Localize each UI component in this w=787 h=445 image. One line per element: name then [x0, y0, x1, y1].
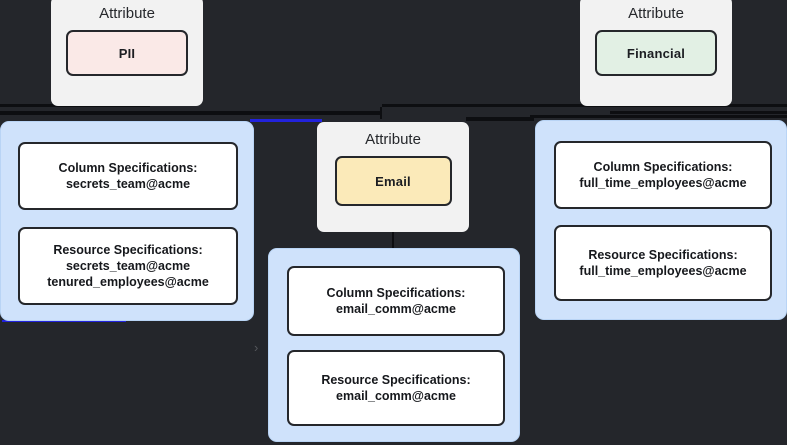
- attribute-card-financial[interactable]: Attribute Financial: [580, 0, 732, 106]
- attribute-card-title: Attribute: [99, 5, 155, 22]
- spec-value: tenured_employees@acme: [47, 275, 209, 289]
- group-panel-pii: Column Specifications: secrets_team@acme…: [0, 121, 254, 321]
- spec-box-column-specifications[interactable]: Column Specifications: full_time_employe…: [554, 141, 772, 209]
- spec-value: secrets_team@acme: [65, 259, 191, 273]
- spec-value: full_time_employees@acme: [579, 264, 747, 278]
- spec-value: email_comm@acme: [336, 389, 456, 403]
- group-panel-email: Column Specifications: email_comm@acme R…: [268, 248, 520, 442]
- spec-title: Resource Specifications:: [53, 243, 203, 257]
- edge-pii-down: [380, 107, 382, 119]
- edge-right-panel-top-tick: [466, 117, 534, 121]
- chevron-right-icon[interactable]: ›: [254, 340, 259, 355]
- spec-title: Resource Specifications:: [588, 248, 738, 262]
- spec-box-resource-specifications[interactable]: Resource Specifications: email_comm@acme: [287, 350, 505, 426]
- spec-box-column-specifications[interactable]: Column Specifications: secrets_team@acme: [18, 142, 238, 210]
- spec-title: Resource Specifications:: [321, 373, 471, 387]
- edge-email-down: [392, 232, 394, 248]
- group-panel-financial: Column Specifications: full_time_employe…: [535, 120, 787, 320]
- edge-financial-bus: [610, 111, 787, 114]
- spec-value: secrets_team@acme: [65, 177, 191, 191]
- attribute-card-email[interactable]: Attribute Email: [317, 122, 469, 232]
- attribute-card-title: Attribute: [365, 131, 421, 148]
- spec-box-column-specifications[interactable]: Column Specifications: email_comm@acme: [287, 266, 505, 336]
- spec-title: Column Specifications:: [58, 161, 198, 175]
- edge-right-bus: [530, 115, 787, 118]
- spec-value: full_time_employees@acme: [579, 176, 747, 190]
- spec-value: email_comm@acme: [336, 302, 456, 316]
- attribute-chip-email[interactable]: Email: [334, 156, 452, 206]
- spec-box-resource-specifications[interactable]: Resource Specifications: secrets_team@ac…: [18, 227, 238, 305]
- edge-highlight-left-bottom: [2, 320, 126, 322]
- spec-title: Column Specifications:: [326, 286, 466, 300]
- spec-box-resource-specifications[interactable]: Resource Specifications: full_time_emplo…: [554, 225, 772, 301]
- attribute-card-title: Attribute: [628, 5, 684, 22]
- attribute-chip-pii[interactable]: PII: [66, 30, 188, 76]
- attribute-card-pii[interactable]: Attribute PII: [51, 0, 203, 106]
- attribute-chip-financial[interactable]: Financial: [595, 30, 717, 76]
- edge-highlight-center: [250, 119, 322, 122]
- spec-title: Column Specifications:: [593, 160, 733, 174]
- edge-left-bus: [0, 111, 382, 115]
